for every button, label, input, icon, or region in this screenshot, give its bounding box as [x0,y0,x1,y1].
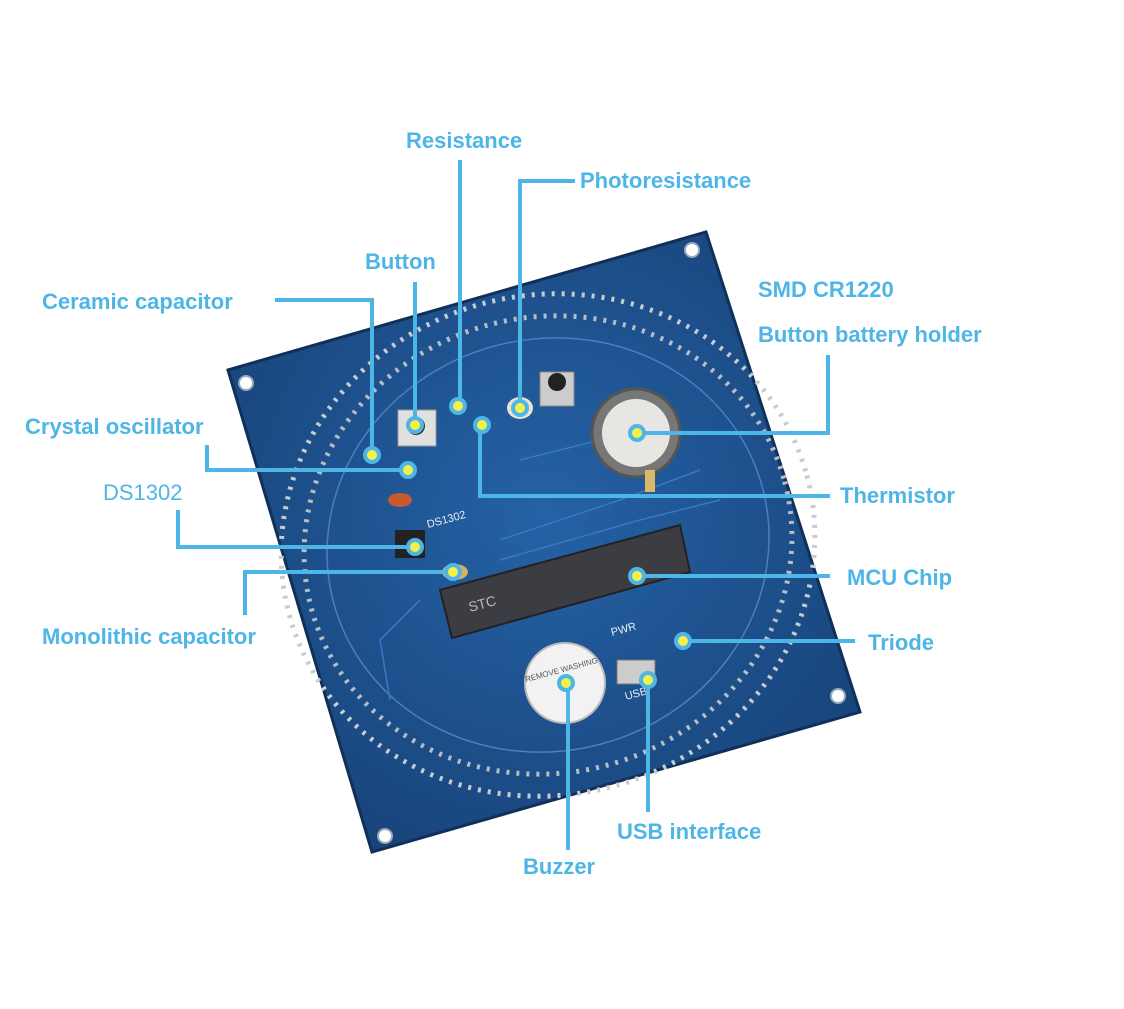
label-buzzer: Buzzer [523,854,596,879]
pcb-board [226,230,862,854]
label-battery-holder: Button battery holder [758,322,982,347]
label-triode: Triode [868,630,935,655]
mounting-holes [238,242,846,844]
label-ds1302: DS1302 [103,480,183,505]
label-crystal-oscillator: Crystal oscillator [25,414,204,439]
chip-marking: STC [467,592,498,615]
label-thermistor: Thermistor [840,483,955,508]
mcu-chip: STC [438,523,692,640]
callout-dots [363,397,692,692]
led-rings [278,291,818,799]
label-monolithic-capacitor: Monolithic capacitor [42,624,256,649]
label-resistance: Resistance [406,128,523,153]
label-ceramic-capacitor: Ceramic capacitor [42,289,233,314]
leader-lines [176,160,855,850]
label-smd-cr1220: SMD CR1220 [758,277,894,302]
usb-silkscreen: USB [624,685,649,702]
label-photoresistance: Photoresistance [580,168,752,193]
label-usb-interface: USB interface [617,819,762,844]
label-mcu-chip: MCU Chip [847,565,953,590]
traces [379,439,721,701]
label-button: Button [365,249,436,274]
